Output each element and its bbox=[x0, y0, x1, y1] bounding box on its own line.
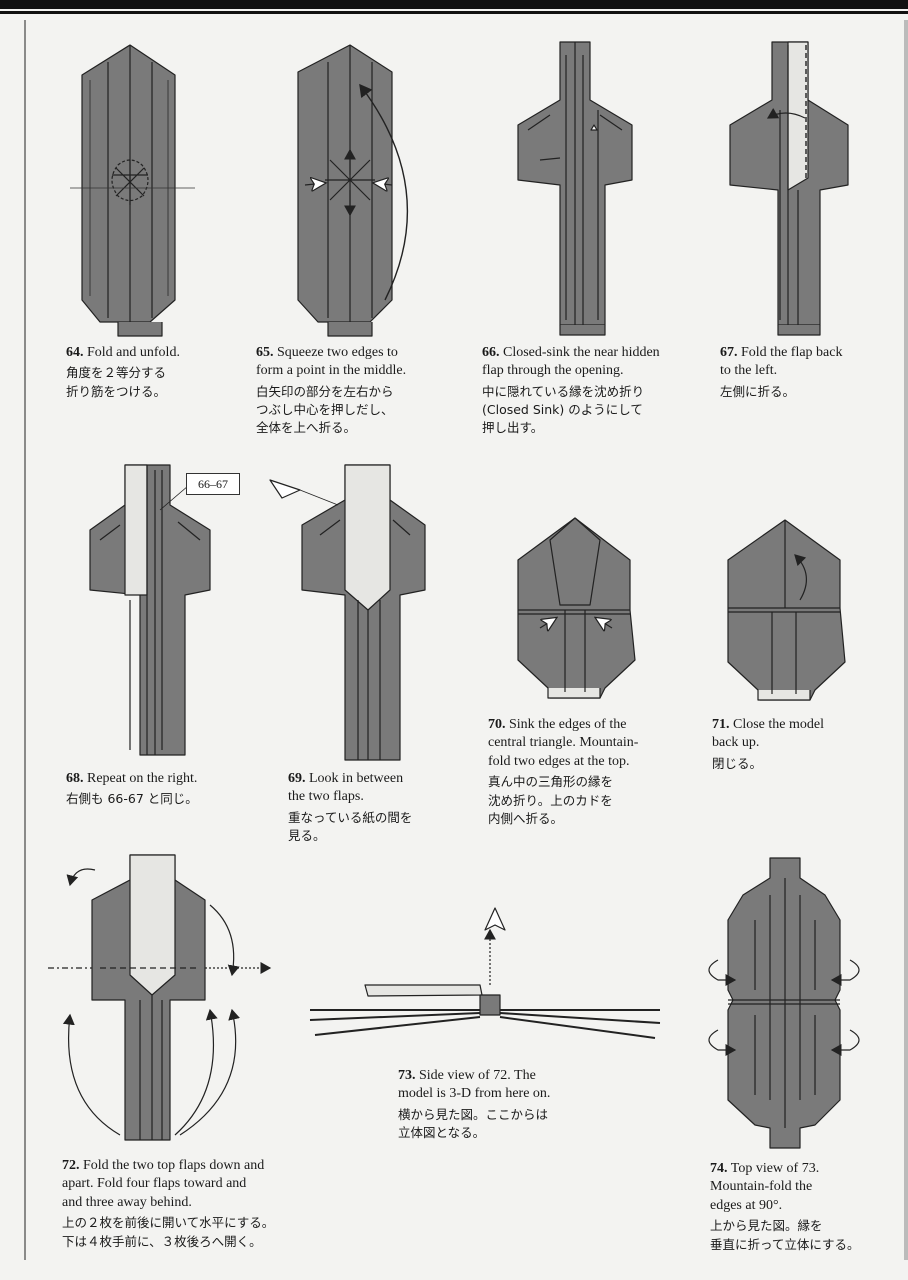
step-text-en: Fold the two top flaps down and apart. F… bbox=[62, 1158, 264, 1210]
step-text-ja: 上の２枚を前後に開いて水平にする。 下は４枚手前に、３枚後ろへ開く。 bbox=[62, 1214, 342, 1250]
caption-step-65: 65. Squeeze two edges to form a point in… bbox=[256, 344, 476, 437]
step-number: 70. bbox=[488, 717, 506, 732]
step-text-ja: 角度を２等分する 折り筋をつける。 bbox=[66, 364, 266, 400]
caption-step-72: 72. Fold the two top flaps down and apar… bbox=[62, 1157, 342, 1251]
step-text-en: Side view of 72. The model is 3-D from h… bbox=[398, 1068, 550, 1101]
step-number: 74. bbox=[710, 1161, 728, 1176]
step-text-en: Repeat on the right. bbox=[87, 771, 197, 786]
step-number: 66. bbox=[482, 345, 500, 360]
step-text-ja: 重なっている紙の間を 見る。 bbox=[288, 809, 478, 845]
step-number: 69. bbox=[288, 771, 306, 786]
step-text-ja: 横から見た図。ここからは 立体図となる。 bbox=[398, 1106, 628, 1142]
step-64-diagram bbox=[70, 45, 195, 336]
caption-step-73: 73. Side view of 72. The model is 3-D fr… bbox=[398, 1067, 628, 1142]
caption-step-71: 71. Close the model back up. 閉じる。 bbox=[712, 716, 882, 773]
step-73-diagram bbox=[310, 908, 660, 1038]
caption-step-68: 68. Repeat on the right. 右側も 66-67 と同じ。 bbox=[66, 770, 266, 809]
step-70-diagram bbox=[518, 518, 635, 698]
step-69-diagram bbox=[270, 465, 425, 760]
step-text-en: Sink the edges of the central triangle. … bbox=[488, 717, 638, 769]
step-66-diagram bbox=[518, 42, 632, 335]
caption-step-70: 70. Sink the edges of the central triang… bbox=[488, 716, 688, 828]
caption-step-67: 67. Fold the flap back to the left. 左側に折… bbox=[720, 344, 890, 401]
step-text-ja: 中に隠れている縁を沈め折り (Closed Sink) のようにして 押し出す。 bbox=[482, 383, 702, 437]
step-number: 68. bbox=[66, 771, 84, 786]
step-text-ja: 上から見た図。縁を 垂直に折って立体にする。 bbox=[710, 1217, 890, 1253]
step-number: 64. bbox=[66, 345, 84, 360]
caption-step-69: 69. Look in between the two flaps. 重なってい… bbox=[288, 770, 478, 845]
step-74-diagram bbox=[709, 858, 859, 1148]
step-67-diagram bbox=[730, 42, 848, 335]
step-text-en: Fold and unfold. bbox=[87, 345, 180, 360]
step-text-en: Squeeze two edges to form a point in the… bbox=[256, 345, 406, 378]
step-number: 73. bbox=[398, 1068, 416, 1083]
step-68-diagram bbox=[90, 465, 210, 755]
step-72-diagram bbox=[48, 855, 270, 1140]
caption-step-66: 66. Closed-sink the near hidden flap thr… bbox=[482, 344, 702, 437]
step-65-diagram bbox=[298, 45, 407, 336]
step-text-ja: 左側に折る。 bbox=[720, 383, 890, 401]
caption-step-64: 64. Fold and unfold. 角度を２等分する 折り筋をつける。 bbox=[66, 344, 266, 401]
step-text-ja: 白矢印の部分を左右から つぶし中心を押しだし、 全体を上へ折る。 bbox=[256, 383, 476, 437]
step-text-en: Closed-sink the near hidden flap through… bbox=[482, 345, 660, 378]
step-number: 65. bbox=[256, 345, 274, 360]
step-71-diagram bbox=[728, 520, 845, 700]
step-text-en: Look in between the two flaps. bbox=[288, 771, 403, 804]
caption-step-74: 74. Top view of 73. Mountain-fold the ed… bbox=[710, 1160, 890, 1254]
step-text-ja: 右側も 66-67 と同じ。 bbox=[66, 790, 266, 808]
step-text-ja: 閉じる。 bbox=[712, 755, 882, 773]
step-number: 67. bbox=[720, 345, 738, 360]
step-text-ja: 真ん中の三角形の縁を 沈め折り。上のカドを 内側へ折る。 bbox=[488, 773, 688, 827]
step-number: 72. bbox=[62, 1158, 80, 1173]
step-number: 71. bbox=[712, 717, 730, 732]
step-reference-label: 66–67 bbox=[186, 473, 240, 495]
step-text-en: Fold the flap back to the left. bbox=[720, 345, 842, 378]
